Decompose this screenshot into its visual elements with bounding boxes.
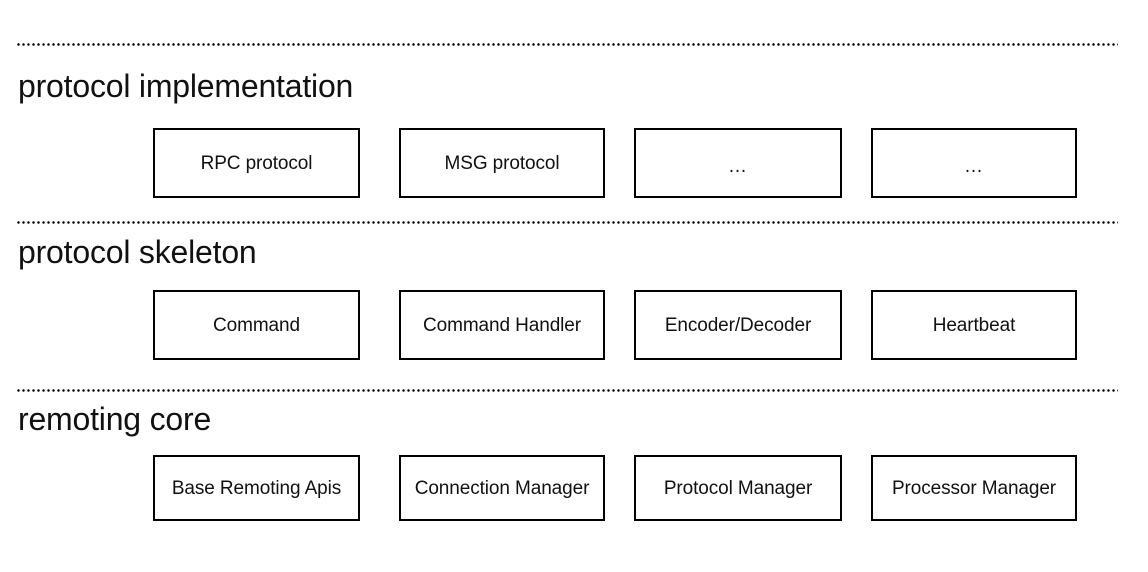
layer-row-remoting-core: Base Remoting Apis Connection Manager Pr… [0, 455, 1148, 525]
section-divider-remoting-core [16, 389, 1118, 392]
section-title-remoting-core: remoting core [18, 401, 212, 437]
node-label: MSG protocol [444, 152, 560, 174]
section-divider-protocol-skeleton [16, 221, 1118, 224]
node-box-processor-manager[interactable]: Processor Manager [871, 455, 1077, 521]
node-label: Command Handler [423, 314, 581, 336]
section-title-protocol-skeleton: protocol skeleton [18, 234, 257, 270]
section-title-protocol-implementation: protocol implementation [18, 68, 354, 104]
node-label: … [964, 155, 984, 177]
node-box-connection-manager[interactable]: Connection Manager [399, 455, 605, 521]
section-divider-protocol-implementation [16, 43, 1118, 46]
node-box-rpc-protocol[interactable]: RPC protocol [153, 128, 360, 198]
node-box-encoder-decoder[interactable]: Encoder/Decoder [634, 290, 842, 360]
node-box-protocol-placeholder-2[interactable]: … [871, 128, 1077, 198]
node-label: Heartbeat [932, 314, 1016, 336]
node-box-command[interactable]: Command [153, 290, 360, 360]
node-label: Encoder/Decoder [664, 314, 812, 336]
node-box-heartbeat[interactable]: Heartbeat [871, 290, 1077, 360]
layer-row-protocol-skeleton: Command Command Handler Encoder/Decoder … [0, 290, 1148, 360]
node-label: … [728, 155, 748, 177]
node-box-protocol-placeholder-1[interactable]: … [634, 128, 842, 198]
node-label: Protocol Manager [663, 477, 813, 499]
node-box-base-remoting-apis[interactable]: Base Remoting Apis [153, 455, 360, 521]
node-box-msg-protocol[interactable]: MSG protocol [399, 128, 605, 198]
node-box-protocol-manager[interactable]: Protocol Manager [634, 455, 842, 521]
node-label: Processor Manager [891, 477, 1057, 499]
node-box-command-handler[interactable]: Command Handler [399, 290, 605, 360]
node-label: RPC protocol [200, 152, 313, 174]
layer-row-protocol-implementation: RPC protocol MSG protocol … … [0, 128, 1148, 198]
node-label: Connection Manager [414, 477, 590, 499]
node-label: Command [213, 314, 300, 336]
node-label: Base Remoting Apis [171, 477, 342, 499]
